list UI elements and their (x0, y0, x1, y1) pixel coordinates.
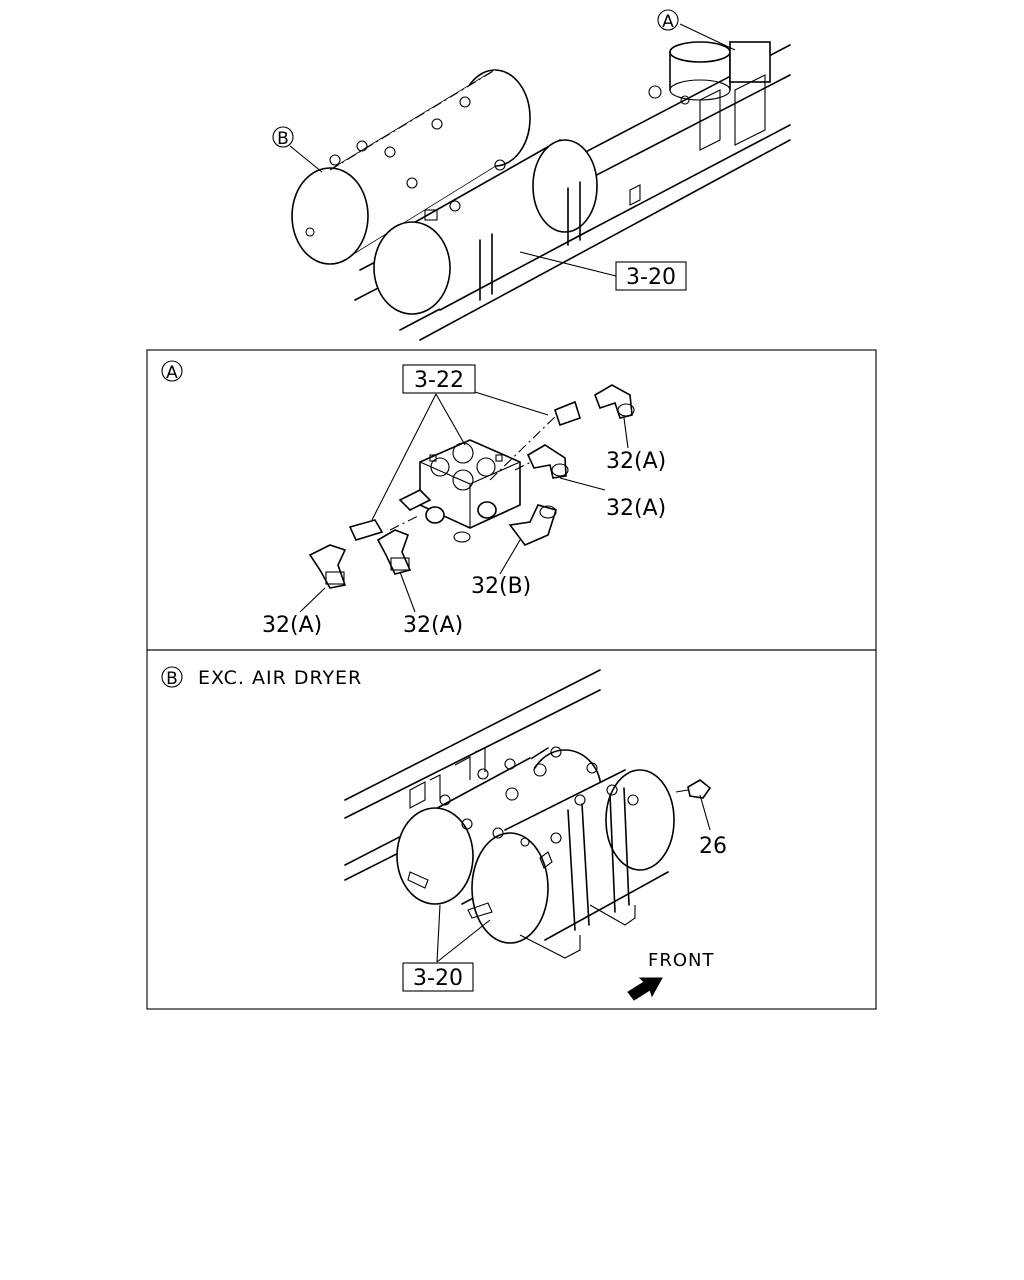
svg-text:B: B (277, 129, 289, 149)
elbow-fittings (308, 384, 635, 589)
dual-tank-illustration (344, 669, 712, 959)
fitting-label-32a-lower-left: 32(A) (262, 587, 326, 638)
svg-text:FRONT: FRONT (648, 950, 715, 971)
panel-b-badge: B (161, 666, 183, 689)
ref-box-3-20-panel-b: 3-20 (402, 904, 491, 992)
svg-text:32(A): 32(A) (403, 613, 463, 638)
fitting-label-32a-upper-right: 32(A) (606, 417, 666, 474)
svg-text:32(A): 32(A) (262, 613, 322, 638)
svg-text:3-22: 3-22 (414, 368, 464, 393)
svg-text:A: A (166, 363, 178, 383)
svg-text:3-20: 3-20 (626, 265, 676, 290)
ref-box-3-22: 3-22 (371, 364, 549, 521)
relay-valve-illustration (348, 400, 581, 543)
svg-text:B: B (166, 669, 178, 689)
panel-a-badge: A (161, 360, 183, 383)
svg-text:3-20: 3-20 (413, 966, 463, 991)
fitting-label-32b: 32(B) (471, 539, 531, 599)
part-label-26: 26 (699, 794, 727, 859)
svg-text:32(B): 32(B) (471, 574, 531, 599)
overview-illustration (291, 41, 791, 341)
svg-text:A: A (662, 12, 674, 32)
panel-b-frame (146, 649, 877, 1010)
callout-a-overview: A (657, 9, 736, 51)
svg-text:32(A): 32(A) (606, 496, 666, 521)
panel-b-title: EXC. AIR DRYER (198, 667, 362, 689)
fitting-label-32a-middle-right: 32(A) (559, 477, 666, 521)
callout-b-overview: B (272, 126, 323, 173)
front-indicator: FRONT (627, 950, 715, 1001)
svg-text:26: 26 (699, 834, 727, 859)
ref-box-3-20-overview: 3-20 (519, 251, 687, 291)
svg-text:32(A): 32(A) (606, 449, 666, 474)
fitting-label-32a-lower-center: 32(A) (399, 571, 463, 638)
front-arrow-icon (627, 977, 663, 1001)
